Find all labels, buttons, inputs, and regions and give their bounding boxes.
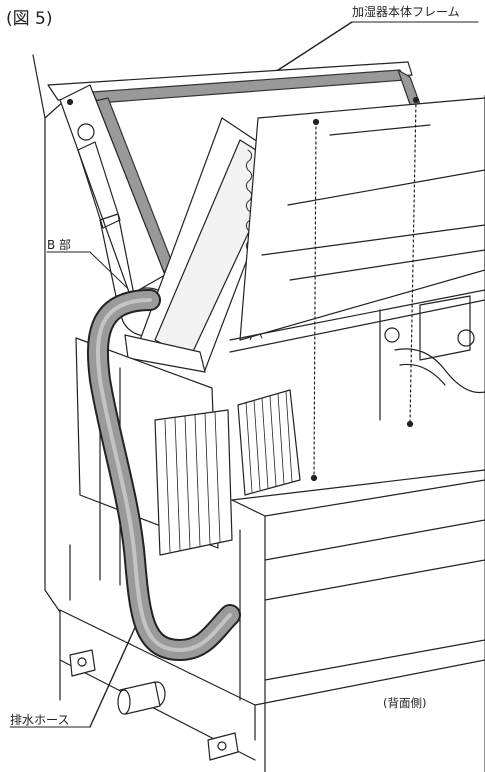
interior-box [229,289,485,421]
drain-hose [86,289,241,661]
drain-hose-label: 排水ホース [10,713,70,727]
drain-outlet [117,681,166,715]
hose-leader [9,611,143,728]
frame-label: 加湿器本体フレーム [352,5,460,19]
cabinet-left-wall [32,54,71,613]
part-b-label: B 部 [47,238,72,252]
frame-leader [271,21,479,75]
figure-title: (図 5) [6,9,53,29]
cabinet-body [59,469,485,772]
top-frame [47,61,426,273]
lid-panel [239,96,485,482]
filter-box-right [237,389,301,496]
feet [69,649,239,761]
back-side-label: (背面側) [383,696,427,710]
